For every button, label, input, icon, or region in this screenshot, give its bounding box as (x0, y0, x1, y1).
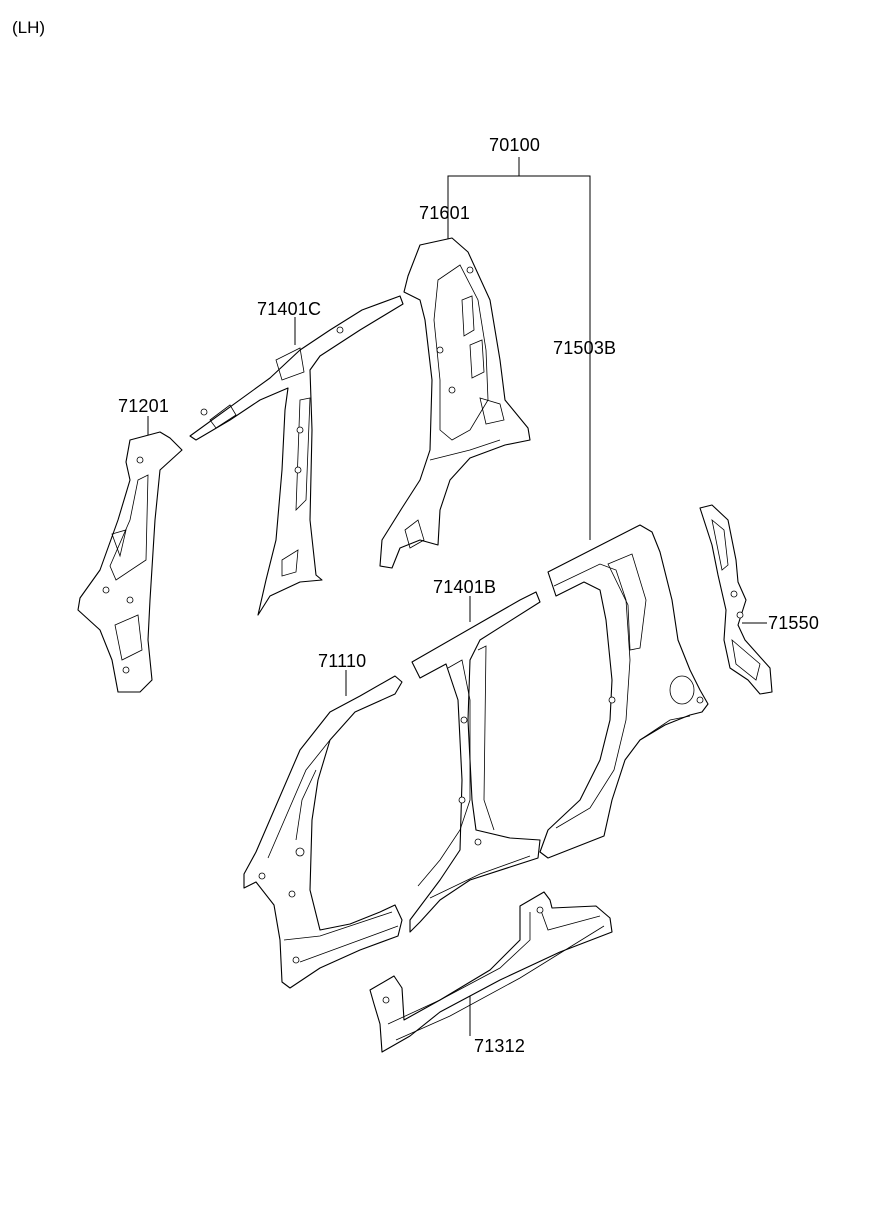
part-number-center-pillar-outer: 71401B (433, 577, 497, 597)
part-number-rear-inner-piece: 71550 (768, 613, 820, 633)
part-number-assembly: 70100 (489, 135, 541, 155)
part-number-side-sill: 71312 (474, 1036, 526, 1056)
rear-pillar-inner-part (379, 237, 531, 569)
rear-inner-piece-part (699, 504, 773, 695)
part-number-front-pillar-inner: 71201 (118, 396, 170, 416)
center-pillar-inner-part (189, 295, 404, 616)
part-number-center-pillar-inner: 71401C (257, 299, 322, 319)
side-sill-part (369, 891, 613, 1053)
center-pillar-outer-part (409, 591, 541, 933)
part-number-rear-pillar-inner: 71601 (419, 203, 471, 223)
part-number-outer-panel-rear: 71503B (553, 338, 617, 358)
part-number-front-pillar-outer: 71110 (318, 651, 367, 671)
front-pillar-outer-part (243, 675, 403, 989)
outer-panel-rear-part (539, 524, 709, 859)
side-indicator: (LH) (12, 18, 46, 37)
leader-lines (147, 157, 767, 1036)
front-pillar-inner-part (77, 431, 183, 693)
